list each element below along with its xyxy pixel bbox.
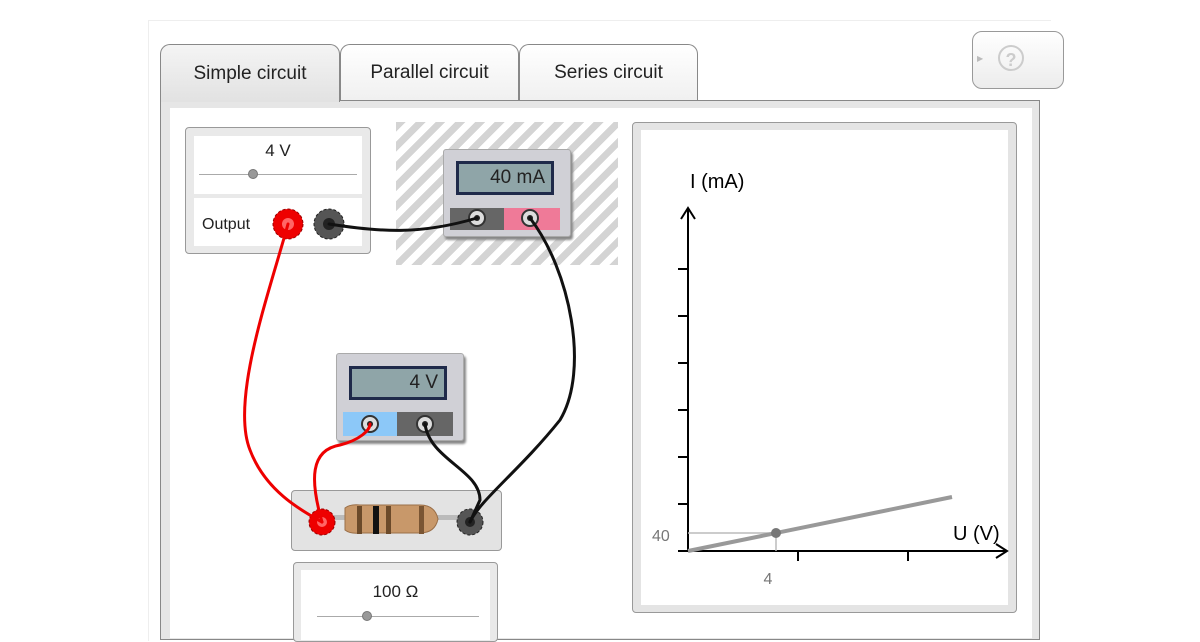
graph-panel: [632, 122, 1017, 613]
resistance-value: 100 Ω: [372, 582, 419, 601]
tab-parallel-circuit[interactable]: Parallel circuit: [340, 44, 519, 100]
voltage-slider-knob[interactable]: [248, 169, 258, 179]
resistance-control: 100 Ω: [293, 562, 498, 642]
x-axis-arrow-icon: [995, 543, 1009, 559]
y-axis-arrow-icon: [680, 206, 696, 220]
voltage-slider[interactable]: [199, 174, 357, 175]
iv-characteristic-line: [687, 495, 953, 553]
voltmeter-display: 4 V: [349, 366, 447, 400]
x-axis-label: U (V): [953, 523, 1000, 545]
app-frame: [148, 20, 1051, 641]
tab-series-circuit[interactable]: Series circuit: [519, 44, 698, 100]
voltage-control: 4 V: [194, 136, 362, 194]
operating-point: [771, 528, 781, 538]
voltage-marker-label: 4: [764, 571, 773, 588]
iu-graph: I (mA) U (V) 40 4: [652, 171, 1009, 588]
wires[interactable]: [243, 216, 576, 524]
voltmeter[interactable]: 4 V: [336, 353, 464, 441]
help-button[interactable]: ▶ ?: [972, 31, 1064, 89]
output-label: Output: [202, 216, 251, 233]
ammeter-display: 40 mA: [456, 161, 554, 195]
resistor[interactable]: [320, 504, 470, 534]
question-icon: ?: [998, 45, 1024, 71]
resistance-slider[interactable]: [317, 616, 479, 617]
tab-simple-circuit[interactable]: Simple circuit: [160, 44, 340, 102]
y-axis-label: I (mA): [690, 171, 744, 193]
resistance-slider-knob[interactable]: [362, 611, 372, 621]
current-marker-label: 40: [652, 528, 670, 545]
voltage-value: 4 V: [265, 141, 291, 160]
expand-arrow-icon: ▶: [977, 54, 984, 63]
